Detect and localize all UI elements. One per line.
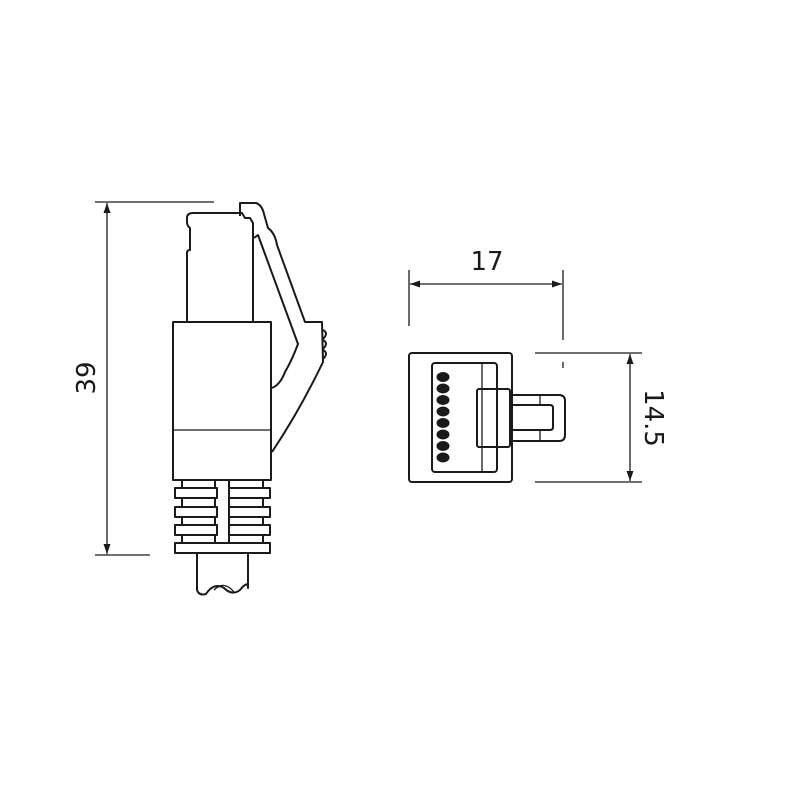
plug-front-view: [408, 352, 566, 483]
contact-pin: [436, 418, 450, 428]
width-label: 17: [470, 247, 503, 277]
contact-pin: [436, 429, 450, 440]
width-dimension: 17: [408, 247, 564, 368]
height-dimension: 39: [72, 201, 214, 556]
height-label: 39: [72, 361, 102, 394]
boot-ribs: [174, 479, 271, 554]
depth-label: 14.5: [638, 389, 668, 447]
plug-side-view: [172, 202, 327, 596]
contact-pin: [436, 395, 450, 405]
contact-pin: [436, 372, 450, 382]
contact-pin: [436, 441, 450, 451]
cable: [196, 553, 249, 596]
contacts: [436, 372, 450, 463]
contact-pin: [436, 383, 450, 394]
contact-pin: [436, 452, 450, 463]
contact-pin: [436, 406, 450, 417]
depth-dimension: 14.5: [535, 352, 668, 483]
